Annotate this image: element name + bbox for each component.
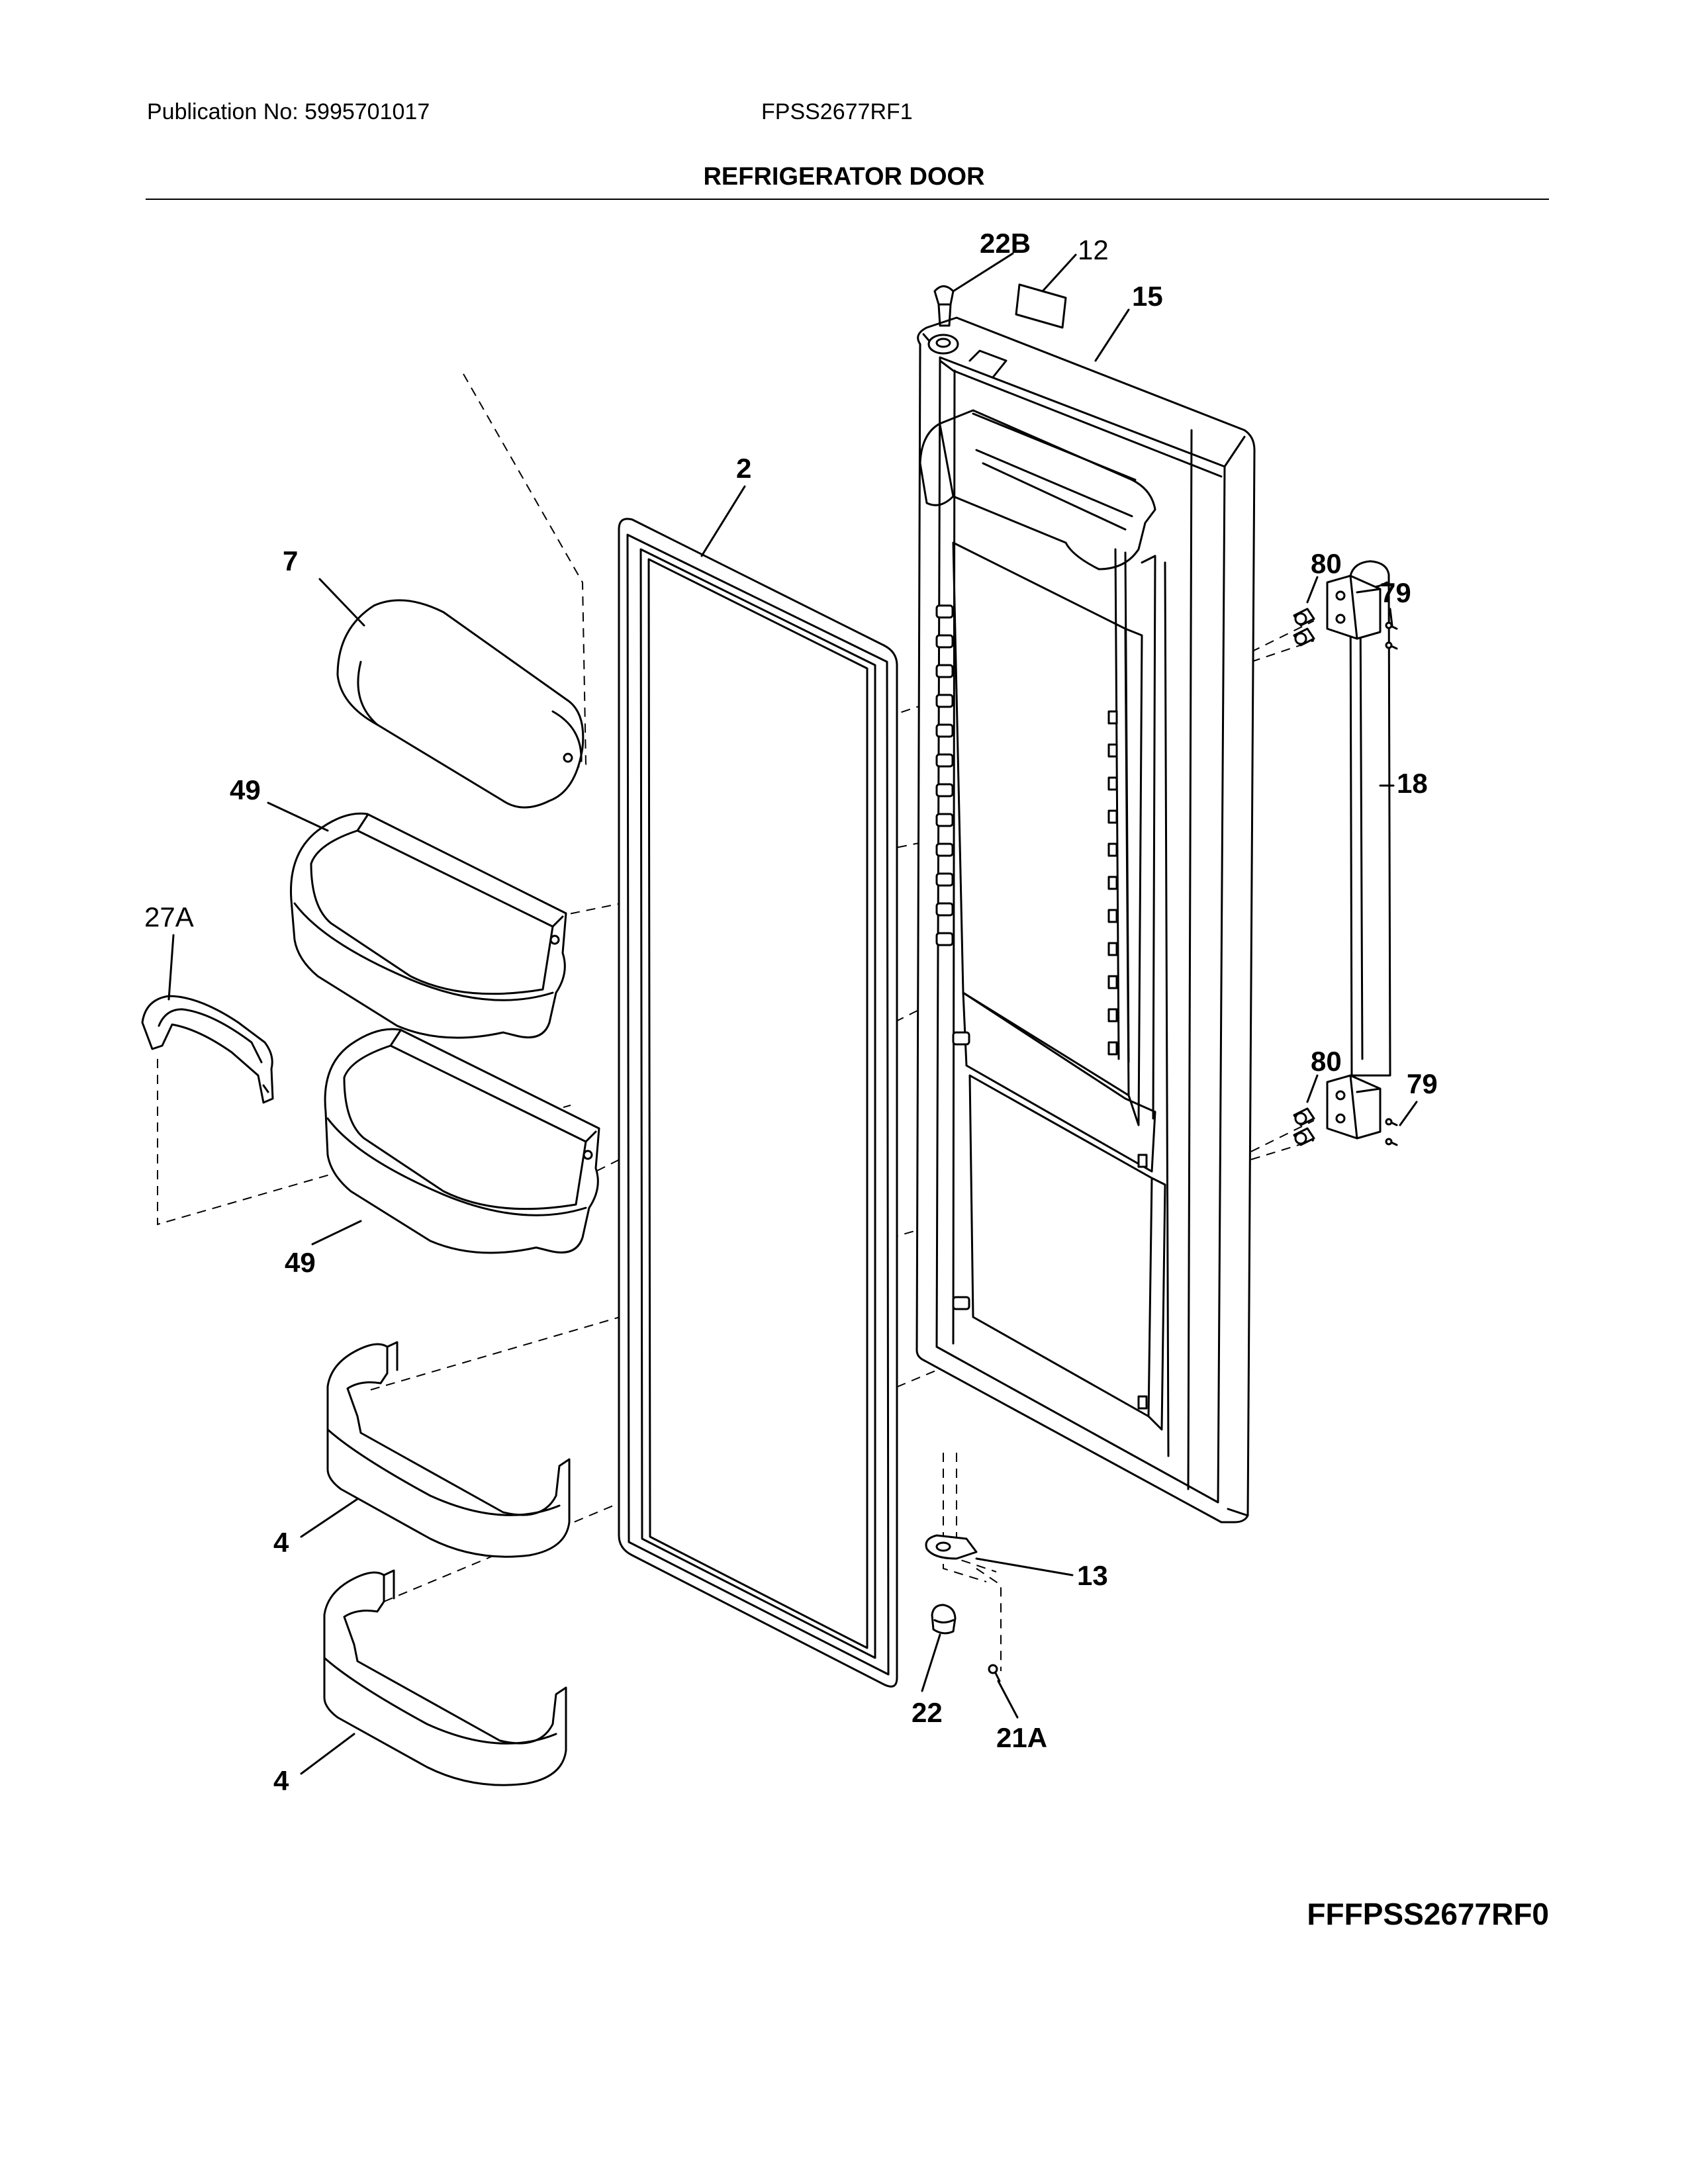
callout-4-upper: 4 bbox=[273, 1527, 289, 1558]
door-handle-part-18 bbox=[1349, 560, 1391, 1077]
bin-handle-part-27a bbox=[141, 995, 274, 1104]
door-bin-part-49-lower bbox=[324, 1028, 600, 1254]
callout-13: 13 bbox=[1077, 1560, 1108, 1591]
callout-79-lower: 79 bbox=[1407, 1068, 1438, 1099]
callout-21a: 21A bbox=[996, 1722, 1047, 1753]
covered-bin-part-7 bbox=[336, 599, 585, 809]
door-shelf-part-4-lower bbox=[323, 1569, 567, 1786]
diagram-code: FFFPSS2677RF0 bbox=[1307, 1897, 1549, 1931]
label-part-12 bbox=[1015, 283, 1067, 329]
callout-79-upper: 79 bbox=[1380, 577, 1411, 608]
callout-7: 7 bbox=[283, 545, 298, 576]
callout-49-upper: 49 bbox=[230, 774, 261, 805]
callout-15: 15 bbox=[1132, 281, 1163, 312]
shelf-nubs-left bbox=[935, 604, 970, 1310]
callout-27a: 27A bbox=[144, 901, 194, 933]
handle-bracket-upper bbox=[1326, 574, 1382, 640]
callout-18: 18 bbox=[1397, 768, 1428, 799]
pin-part-22b bbox=[933, 285, 955, 327]
title-divider bbox=[146, 199, 1549, 200]
model-number: FPSS2677RF1 bbox=[761, 99, 913, 124]
hinge-bushing-part-22 bbox=[931, 1604, 957, 1635]
callout-4-lower: 4 bbox=[273, 1765, 289, 1796]
page-title: REFRIGERATOR DOOR bbox=[703, 163, 985, 191]
callout-22b: 22B bbox=[980, 228, 1031, 259]
door-bin-part-49-upper bbox=[290, 812, 567, 1039]
callout-12: 12 bbox=[1078, 234, 1109, 265]
handle-bracket-lower bbox=[1326, 1074, 1382, 1140]
callout-80-lower: 80 bbox=[1311, 1046, 1342, 1077]
door-shelf-part-4-upper bbox=[326, 1341, 571, 1558]
screws-part-80 bbox=[1293, 608, 1315, 1146]
callout-2: 2 bbox=[736, 453, 751, 484]
callout-leader-lines bbox=[167, 252, 1418, 1775]
callout-80-upper: 80 bbox=[1311, 548, 1342, 579]
callout-49-lower: 49 bbox=[285, 1247, 316, 1278]
shelf-nubs-right bbox=[1107, 710, 1148, 1410]
hinge-plate-part-13 bbox=[925, 1534, 978, 1560]
publication-number: Publication No: 5995701017 bbox=[147, 99, 430, 124]
hinge-screw-part-21a bbox=[988, 1664, 1001, 1682]
door-liner-part-15 bbox=[915, 316, 1256, 1524]
callout-22: 22 bbox=[912, 1697, 943, 1728]
door-gasket-part-2 bbox=[618, 518, 898, 1688]
